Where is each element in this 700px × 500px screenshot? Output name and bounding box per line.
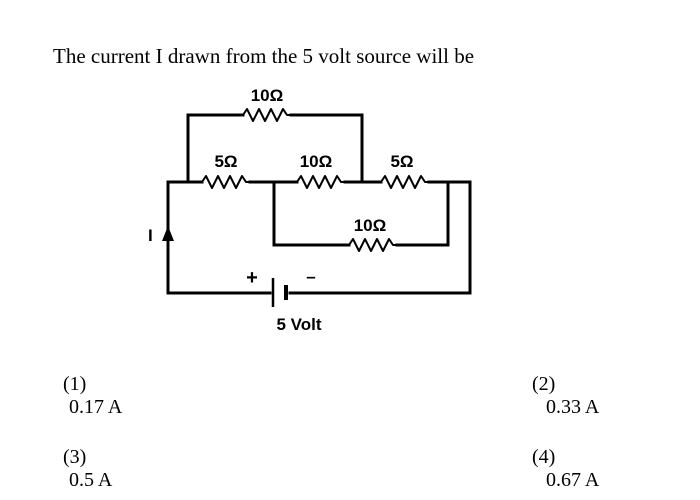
battery-plus-label: + [246,267,258,289]
option-4-number: (4) [532,446,556,468]
battery-voltage-label: 5 Volt [276,315,321,334]
resistor-right-zigzag [380,175,429,189]
option-1-number: (1) [63,373,87,395]
option-3-number: (3) [63,446,87,468]
circuit-wires [166,113,472,295]
option-4-text: 0.67 A [546,469,600,491]
option-4[interactable]: (4) 0.67 A [522,423,599,492]
resistor-top-zigzag [242,108,291,122]
resistor-right-label: 5Ω [390,152,413,171]
option-2-number: (2) [532,373,556,395]
option-3-text: 0.5 A [69,469,113,491]
resistor-bottom-label: 10Ω [354,216,387,235]
option-2-text: 0.33 A [546,396,600,418]
option-2[interactable]: (2) 0.33 A [522,350,599,419]
option-3[interactable]: (3) 0.5 A [53,423,112,492]
battery-icon [271,278,288,307]
question-text: The current I drawn from the 5 volt sour… [53,44,475,68]
resistor-top-label: 10Ω [251,86,284,105]
resistor-bottom-zigzag [348,238,397,252]
resistor-left-zigzag [201,175,250,189]
current-arrow-icon [162,226,174,241]
option-1-text: 0.17 A [69,396,123,418]
option-1[interactable]: (1) 0.17 A [53,350,122,419]
current-label: I [148,226,153,245]
battery-minus-label: – [306,267,315,286]
resistor-middle-label: 10Ω [300,152,333,171]
resistor-middle-zigzag [296,175,345,189]
resistor-left-label: 5Ω [214,152,237,171]
